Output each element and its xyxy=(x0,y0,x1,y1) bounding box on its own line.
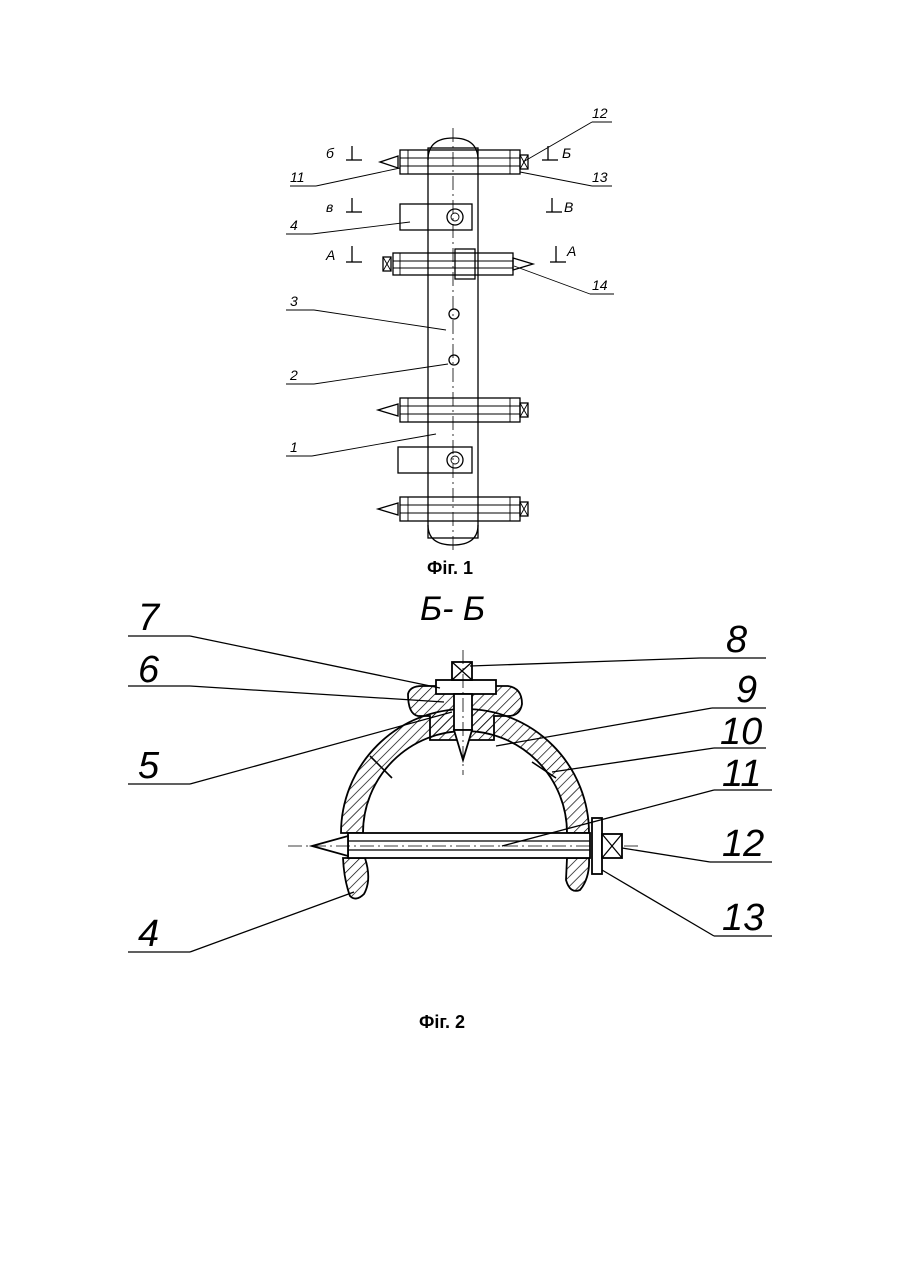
figure-2-drawing: Б- Б xyxy=(0,0,901,1010)
callout-11-fig2: 11 xyxy=(722,753,761,795)
callout-10-fig2: 10 xyxy=(720,711,762,753)
callout-9-fig2: 9 xyxy=(736,669,757,711)
callout-7-fig2: 7 xyxy=(138,597,161,639)
callout-5-fig2: 5 xyxy=(138,745,160,787)
callout-4-fig2: 4 xyxy=(138,913,159,955)
top-head xyxy=(408,650,522,775)
figure-2-caption: Фіг. 2 xyxy=(382,1012,502,1033)
callout-8-fig2: 8 xyxy=(726,619,747,661)
section-title-b-b: Б- Б xyxy=(420,590,485,628)
callout-6-fig2: 6 xyxy=(138,649,160,691)
callout-12-fig2: 12 xyxy=(722,823,764,865)
callout-13-fig2: 13 xyxy=(722,897,764,939)
